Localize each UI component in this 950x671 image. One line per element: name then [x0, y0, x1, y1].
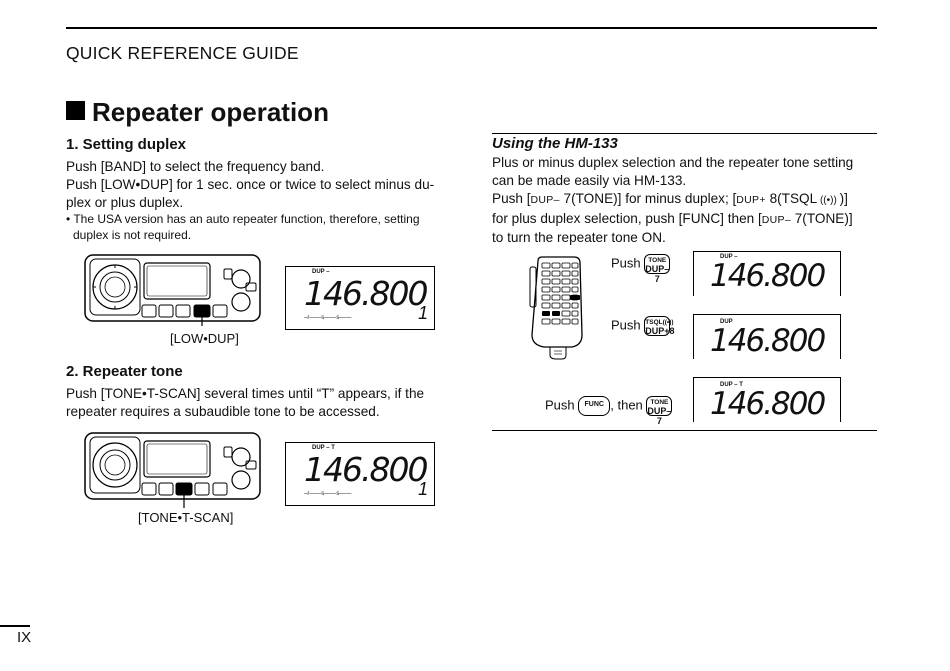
duplex-line-2: Push [LOW•DUP] for 1 sec. once or twice …: [66, 177, 435, 192]
dup-plus-8-key[interactable]: TSQL((•))DUP+8: [644, 316, 675, 336]
low-dup-key-caption: [LOW•DUP]: [170, 331, 239, 346]
hm133-text: Plus or minus duplex selection and the r…: [492, 154, 884, 247]
lcd-duplex-indicator: DUP –: [312, 269, 330, 275]
lcd-tone-meter: –r——s——s——: [304, 491, 352, 497]
hm133-line-3-part-d: )]: [839, 191, 848, 206]
func-key[interactable]: FUNC: [578, 396, 611, 416]
radio-front-panel-duplex: [84, 254, 261, 326]
lcd-step2-frequency: 146.800: [710, 323, 826, 359]
section-title-text: Repeater operation: [92, 97, 329, 127]
hm133-line-5: to turn the repeater tone ON.: [492, 230, 666, 245]
square-bullet-icon: [66, 101, 85, 120]
top-rule: [66, 27, 877, 29]
lcd-step2: DUP 146.800: [693, 314, 841, 359]
duplex-text: Push [BAND] to select the frequency band…: [66, 158, 456, 212]
tone-heading: 2. Repeater tone: [66, 363, 183, 380]
key-dup-minus-7-label: DUP–7: [645, 264, 670, 284]
radio-front-panel-tone: [84, 432, 261, 508]
guide-header: QUICK REFERENCE GUIDE: [66, 43, 299, 63]
lcd-duplex-frequency: 146.800: [304, 274, 428, 313]
tone-line-1: Push [TONE•T-SCAN] several times until “…: [66, 386, 425, 401]
section-title: Repeater operation: [66, 97, 329, 128]
lcd-tone-channel: 1: [417, 479, 428, 499]
lcd-tone-indicator: DUP – T: [312, 445, 335, 451]
page-number-rule: [0, 625, 30, 627]
duplex-line-3: plex or plus duplex.: [66, 195, 184, 210]
key-dup-plus-8-label: DUP+8: [645, 326, 675, 336]
lcd-tone-frequency: 146.800: [304, 450, 428, 489]
hm133-line-3-part-b: 7(TONE)] for minus duplex; [: [559, 191, 737, 206]
dup-minus-label-2: DUP–: [761, 214, 791, 226]
duplex-note-line-1: • The USA version has an auto repeater f…: [66, 212, 420, 226]
hm133-line-4: for plus duplex selection, push [FUNC] t…: [492, 210, 884, 229]
tone-line-2: repeater requires a subaudible tone to b…: [66, 404, 380, 419]
hm133-line-1: Plus or minus duplex selection and the r…: [492, 155, 854, 170]
lcd-display-duplex: DUP – 146.800 1 –r——s——s——: [285, 266, 435, 330]
hm133-bottom-rule: [492, 430, 877, 431]
step2-push-row: Push TSQL((•))DUP+8: [611, 316, 675, 336]
lcd-step3-frequency: 146.800: [710, 386, 826, 422]
hm133-line-4-part-b: 7(TONE)]: [790, 211, 853, 226]
dup-plus-label: DUP+: [736, 194, 766, 206]
hm133-heading: Using the HM-133: [492, 135, 618, 152]
hm133-microphone-illustration: [529, 256, 583, 360]
hm133-line-2: can be made easily via HM-133.: [492, 173, 687, 188]
lcd-step2-indicator: DUP: [720, 319, 733, 325]
hm133-line-3-part-a: Push [: [492, 191, 531, 206]
key-tone-label-2: TONE: [650, 399, 669, 406]
page-number: IX: [17, 629, 32, 646]
tone-text: Push [TONE•T-SCAN] several times until “…: [66, 385, 456, 421]
lcd-step1-frequency: 146.800: [710, 258, 826, 294]
lcd-duplex-channel: 1: [417, 303, 428, 323]
tsql-signal-icon: ((•)): [817, 195, 840, 206]
key-dup-minus-7-label-2: DUP–7: [647, 406, 672, 426]
duplex-heading: 1. Setting duplex: [66, 136, 187, 153]
hm133-line-4-part-a: for plus duplex selection, push [FUNC] t…: [492, 211, 762, 226]
duplex-line-1: Push [BAND] to select the frequency band…: [66, 159, 325, 174]
lcd-step3-indicator: DUP – T: [720, 382, 743, 388]
hm133-line-3: Push [DUP– 7(TONE)] for minus duplex; [D…: [492, 190, 884, 210]
step3-push-text: Push: [545, 397, 575, 413]
step1-push-text: Push: [611, 255, 641, 271]
duplex-note: • The USA version has an auto repeater f…: [66, 211, 456, 243]
lcd-step3: DUP – T 146.800: [693, 377, 841, 422]
duplex-note-line-2: duplex is not required.: [73, 228, 192, 242]
lcd-display-tone: DUP – T 146.800 1 –r——s——s——: [285, 442, 435, 506]
lcd-step1-indicator: DUP –: [720, 254, 738, 260]
step2-push-text: Push: [611, 317, 641, 333]
key-tone-label: TONE: [648, 257, 667, 264]
lcd-step1: DUP – 146.800: [693, 251, 841, 296]
hm133-line-3-part-c: 8(TSQL: [765, 191, 818, 206]
lcd-duplex-meter: –r——s——s——: [304, 315, 352, 321]
step3-then-text: , then: [610, 397, 643, 413]
tone-tscan-key-caption: [TONE•T-SCAN]: [138, 510, 234, 525]
key-tsql-label: TSQL((•)): [645, 319, 674, 326]
hm133-top-rule: [492, 133, 877, 134]
dup-minus-label: DUP–: [530, 194, 560, 206]
